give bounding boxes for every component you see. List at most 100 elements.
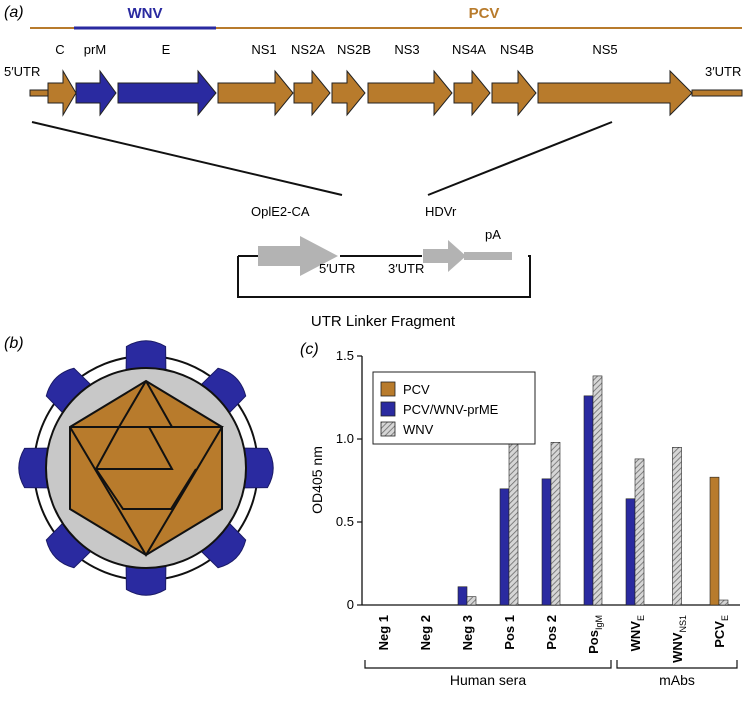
x-tick-label: Neg 3 <box>460 615 475 650</box>
bar-wnv <box>508 432 519 606</box>
x-tick-label: Pos 2 <box>544 615 559 650</box>
panel-c: (c) OD405 nm 0 0.5 1.0 1.5 Neg 1 Neg 2 Neg 3 P… <box>300 341 740 688</box>
envelope-spike <box>45 367 92 414</box>
x-tick-label: Neg 1 <box>376 615 391 650</box>
gene-ns1-arrow <box>217 69 294 117</box>
legend-box <box>372 371 536 445</box>
icosahedral-capsid <box>69 379 224 557</box>
bar-pcv-wnv-prme <box>541 478 552 606</box>
x-tick-label: Pos 1 <box>502 615 517 650</box>
x-tick-label: Neg 2 <box>418 615 433 650</box>
legend-label: PCV <box>403 382 430 397</box>
pa-label: pA <box>485 227 501 242</box>
x-tick-sub: IgM <box>594 615 604 630</box>
header-wnv: WNV <box>128 5 163 22</box>
x-tick-sub: E <box>720 615 730 621</box>
zoom-line-left <box>31 121 343 196</box>
bar-pcv-wnv-prme <box>499 488 510 606</box>
y-axis-label: OD405 nm <box>309 446 325 514</box>
gene-label-ns2a: NS2A <box>291 42 325 57</box>
utr3-segment <box>691 89 743 97</box>
x-tick-main: PCV <box>712 621 727 648</box>
group-label: mAbs <box>659 672 695 688</box>
bar-chart: OD405 nm 0 0.5 1.0 1.5 Neg 1 Neg 2 Neg 3 Pos 1… <box>309 348 740 688</box>
bar-wnv <box>550 442 561 606</box>
gene-e-arrow <box>117 69 217 117</box>
bar-wnv <box>634 458 645 606</box>
gene-label-ns4a: NS4A <box>452 42 486 57</box>
envelope-spike <box>243 447 274 489</box>
panel-b-label: (b) <box>4 335 24 352</box>
gene-label-ns3: NS3 <box>394 42 419 57</box>
envelope-spike <box>125 340 167 371</box>
header-pcv: PCV <box>469 5 500 22</box>
utr5-segment <box>29 89 49 97</box>
envelope-spike <box>200 522 247 569</box>
gene-label-ns5: NS5 <box>592 42 617 57</box>
envelope-spikes <box>18 340 274 596</box>
zoom-line-right <box>427 121 613 196</box>
x-tick-main: Pos 2 <box>544 615 559 650</box>
gene-label-ns2b: NS2B <box>337 42 371 57</box>
bar-pcv-wnv-prme <box>625 498 636 606</box>
y-tick-group: 0 0.5 1.0 1.5 <box>336 348 362 612</box>
linker-utr5-label: 5′UTR <box>319 261 355 276</box>
hdvr-label: HDVr <box>425 204 457 219</box>
x-tick-label: WNVE <box>628 615 646 651</box>
gene-label-c: C <box>55 42 64 57</box>
gene-prm-arrow <box>75 69 117 117</box>
envelope-spike <box>200 367 247 414</box>
y-tick-label: 0 <box>347 597 354 612</box>
x-tick-label: PCVE <box>712 615 730 648</box>
category-groups: Human sera mAbs <box>364 660 738 688</box>
envelope-spike <box>45 522 92 569</box>
y-tick-label: 0.5 <box>336 514 354 529</box>
hdvr-arrow <box>423 240 466 272</box>
x-tick-main: WNV <box>628 621 643 652</box>
x-tick-main: WNV <box>670 632 685 663</box>
x-tick-main: Pos <box>586 630 601 654</box>
group-bracket <box>616 660 738 669</box>
x-tick-sub: NS1 <box>678 615 688 633</box>
gene-ns2b-arrow <box>331 69 366 117</box>
gene-label-ns1: NS1 <box>251 42 276 57</box>
panel-b: (b) <box>4 335 274 596</box>
panel-c-label: (c) <box>300 341 319 358</box>
group-label: Human sera <box>450 672 526 688</box>
bar-pcv-wnv-prme <box>583 395 594 606</box>
bar-wnv <box>466 596 477 606</box>
panel-a-label: (a) <box>4 4 24 21</box>
x-tick-sub: E <box>636 615 646 621</box>
panel-a: (a) WNV PCV C prM E NS1 NS2A NS2B NS3 NS… <box>4 4 743 330</box>
bar-wnv <box>672 446 682 606</box>
y-tick-label: 1.0 <box>336 431 354 446</box>
y-tick-label: 1.5 <box>336 348 354 363</box>
legend-swatch <box>380 401 396 417</box>
x-tick-main: Pos 1 <box>502 615 517 650</box>
legend-swatch <box>380 421 396 437</box>
legend-swatch <box>380 381 396 397</box>
bar-pcv-wnv-prme <box>457 586 468 606</box>
utr3-label: 3′UTR <box>705 64 741 79</box>
linker-plasmid-outline <box>237 255 531 298</box>
gene-label-e: E <box>162 42 171 57</box>
utr5-label: 5′UTR <box>4 64 40 79</box>
envelope-spike <box>18 447 49 489</box>
pa-segment <box>464 252 512 260</box>
x-tick-main: Neg 2 <box>418 615 433 650</box>
bar-pcv <box>709 476 720 606</box>
promoter-arrow <box>258 236 338 276</box>
gene-ns3-arrow <box>367 69 453 117</box>
bar-group <box>457 375 729 606</box>
gene-ns5-arrow <box>537 69 693 117</box>
x-tick-label: PosIgM <box>586 615 604 654</box>
gene-ns2a-arrow <box>293 69 331 117</box>
x-tick-main: Neg 3 <box>460 615 475 650</box>
bar-wnv <box>718 599 729 606</box>
group-bracket <box>364 660 612 669</box>
gene-ns4b-arrow <box>491 69 537 117</box>
linker-title: UTR Linker Fragment <box>311 313 456 330</box>
